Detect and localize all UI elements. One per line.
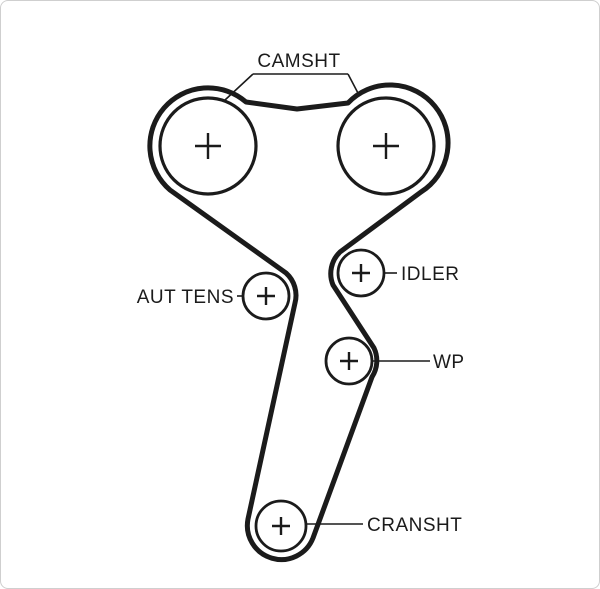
idler-label: IDLER xyxy=(401,264,459,285)
auto-tensioner-cross-icon xyxy=(257,287,275,305)
camshaft-label-connector xyxy=(224,73,360,101)
water-pump-cross-icon xyxy=(340,352,358,370)
water-pump-label: WP xyxy=(433,352,465,373)
auto-tensioner-label: AUT TENS xyxy=(137,287,234,308)
timing-belt xyxy=(147,82,451,562)
idler-cross-icon xyxy=(352,264,370,282)
camshaft-left-cross-icon xyxy=(195,133,221,159)
camshaft-label: CAMSHT xyxy=(257,51,340,72)
camshaft-right-cross-icon xyxy=(373,133,399,159)
crankshaft-label: CRANSHT xyxy=(367,515,462,536)
crankshaft-cross-icon xyxy=(272,517,290,535)
